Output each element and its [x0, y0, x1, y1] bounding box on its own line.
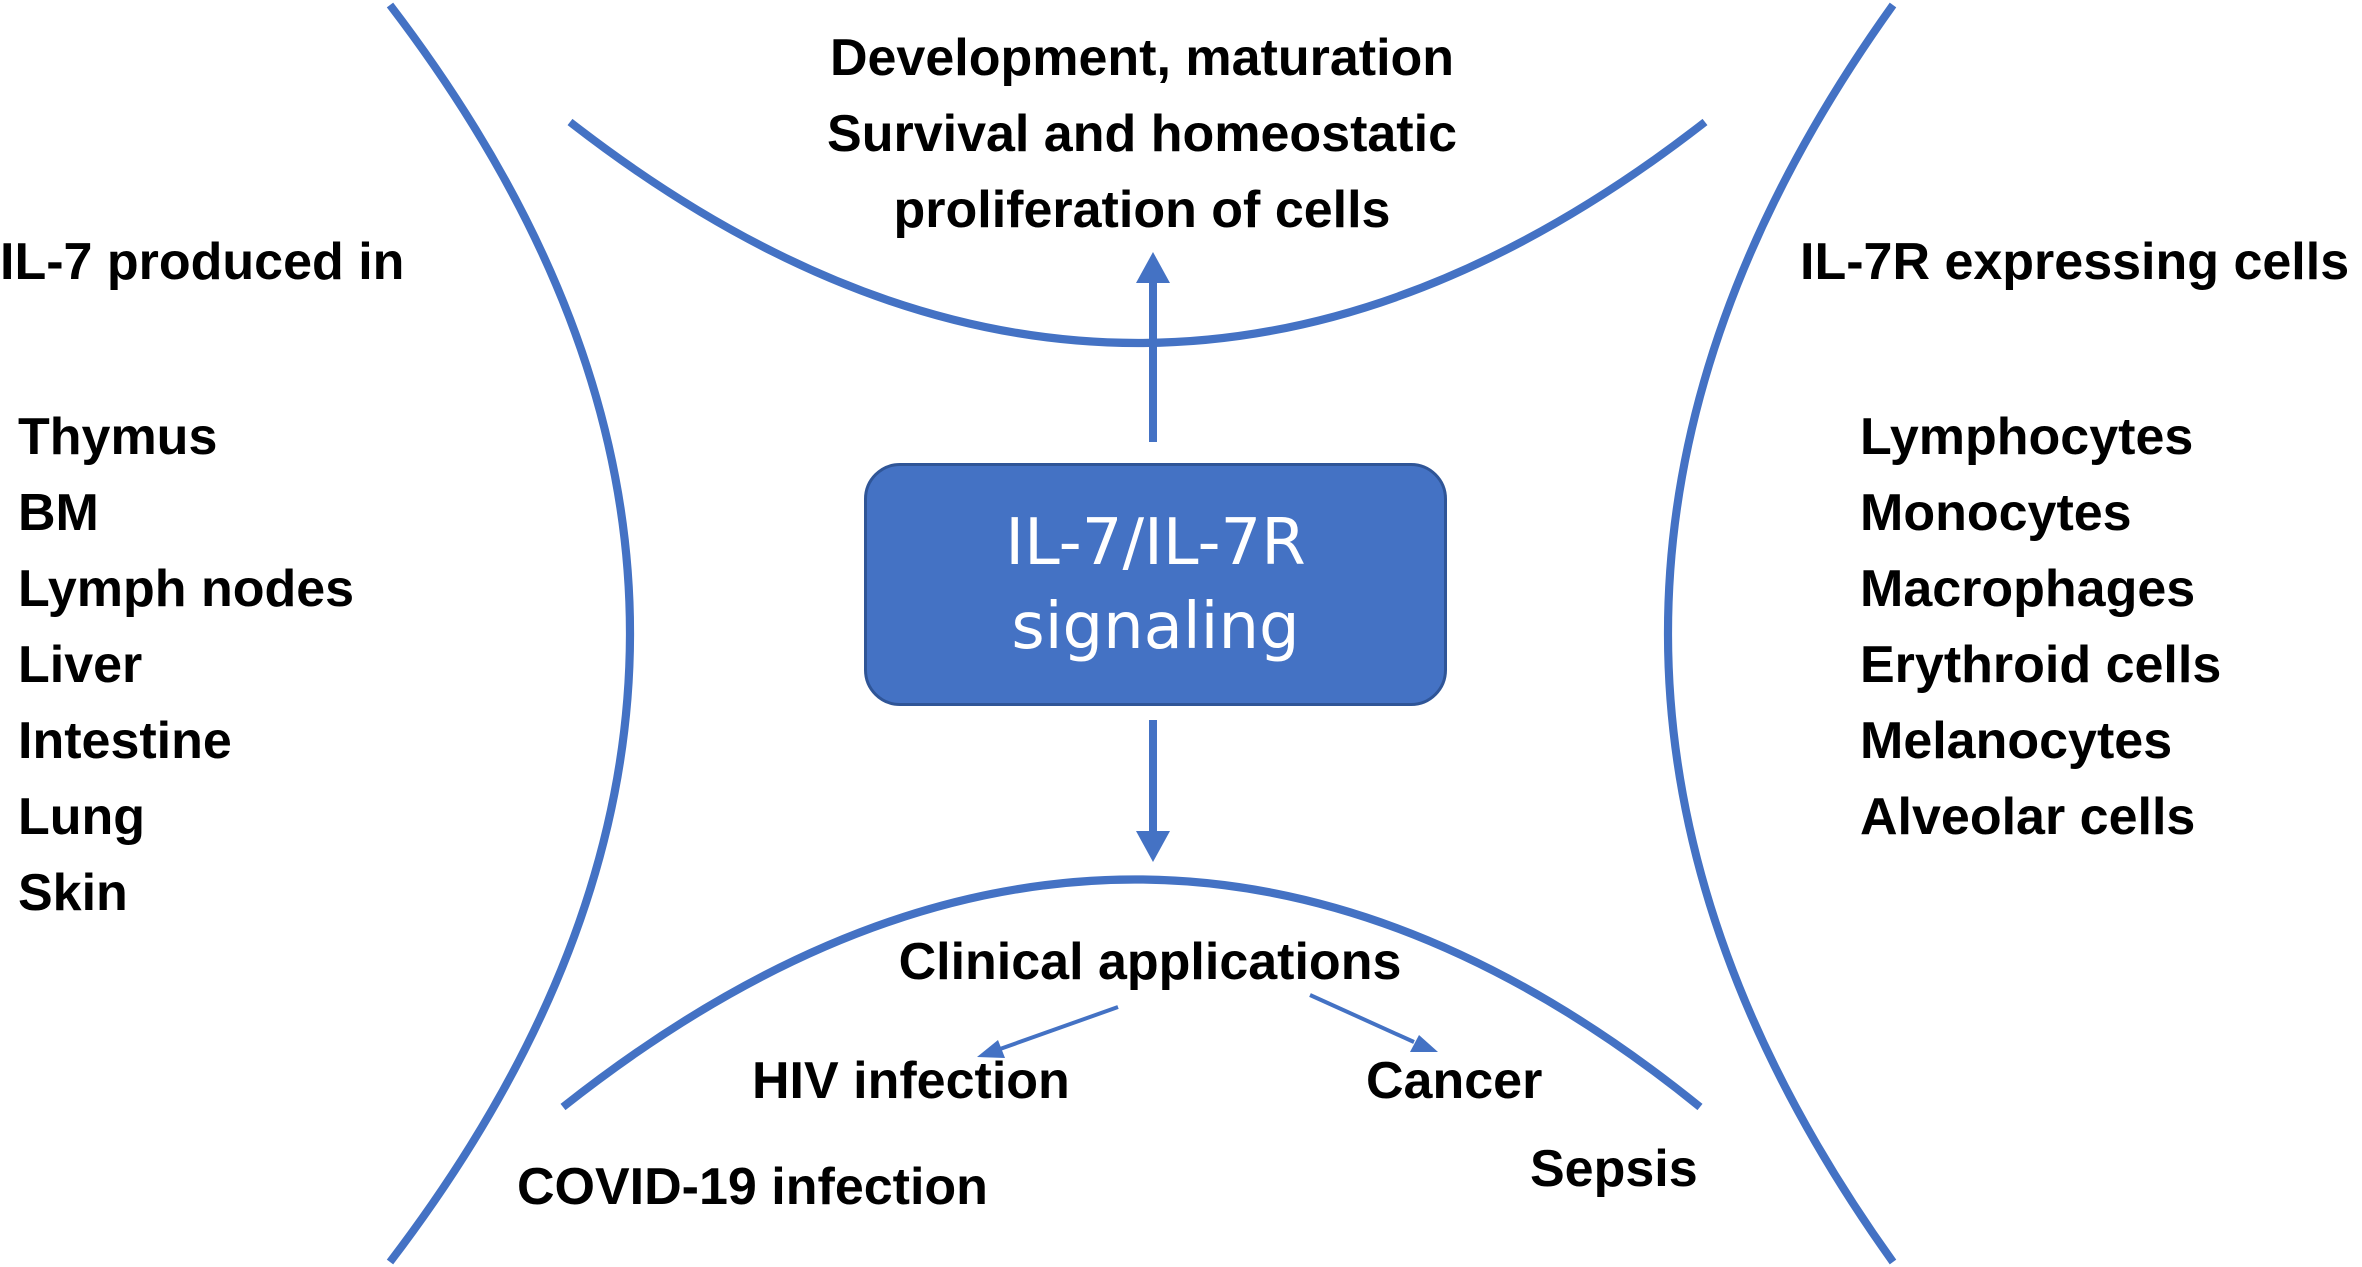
right-heading: IL-7R expressing cells: [1800, 233, 2350, 291]
list-item: Lymph nodes: [18, 560, 355, 618]
right-boundary-curve: [1664, 2, 1897, 1265]
list-item: Thymus: [18, 408, 218, 466]
list-item: BM: [18, 484, 99, 542]
list-item: Macrophages: [1860, 560, 2196, 618]
arrow-up-head: [1136, 252, 1170, 283]
list-item: Skin: [18, 864, 128, 922]
top-line-development: Development, maturation: [829, 29, 1455, 87]
clinical-applications-heading: Clinical applications: [898, 933, 1402, 991]
signaling-title-line2: signaling: [1011, 589, 1300, 664]
covid-infection-label: COVID-19 infection: [517, 1158, 988, 1216]
il7-signaling-box: IL-7/IL-7R signaling: [864, 463, 1447, 706]
top-line-proliferation: proliferation of cells: [893, 181, 1391, 239]
list-item: Melanocytes: [1860, 712, 2173, 770]
list-item: Alveolar cells: [1860, 788, 2196, 846]
list-item: Erythroid cells: [1860, 636, 2222, 694]
list-item: Intestine: [18, 712, 232, 770]
signaling-title-line1: IL-7/IL-7R: [1005, 505, 1306, 580]
list-item: Monocytes: [1860, 484, 2132, 542]
arrow-down-head: [1136, 831, 1170, 862]
top-line-survival: Survival and homeostatic: [827, 105, 1457, 163]
right-cell-list: Lymphocytes Monocytes Macrophages Erythr…: [1860, 399, 2221, 855]
arrow-to-cancer: [1309, 993, 1415, 1044]
arrow-to-hiv: [999, 1005, 1119, 1051]
hiv-infection-label: HIV infection: [752, 1052, 1070, 1110]
list-item: Liver: [18, 636, 143, 694]
sepsis-label: Sepsis: [1530, 1140, 1698, 1198]
left-boundary-curve: [386, 2, 634, 1265]
list-item: Lymphocytes: [1860, 408, 2194, 466]
list-item: Lung: [18, 788, 146, 846]
top-functions-text: Development, maturation Survival and hom…: [722, 20, 1562, 248]
arrow-to-cancer-head: [1410, 1035, 1438, 1052]
cancer-label: Cancer: [1366, 1052, 1543, 1110]
left-heading: IL-7 produced in: [0, 233, 405, 291]
top-boundary-curve: [567, 118, 1708, 347]
bottom-boundary-curve: [560, 875, 1703, 1111]
arrow-to-hiv-head: [977, 1040, 1005, 1058]
left-tissue-list: Thymus BM Lymph nodes Liver Intestine Lu…: [18, 399, 354, 931]
